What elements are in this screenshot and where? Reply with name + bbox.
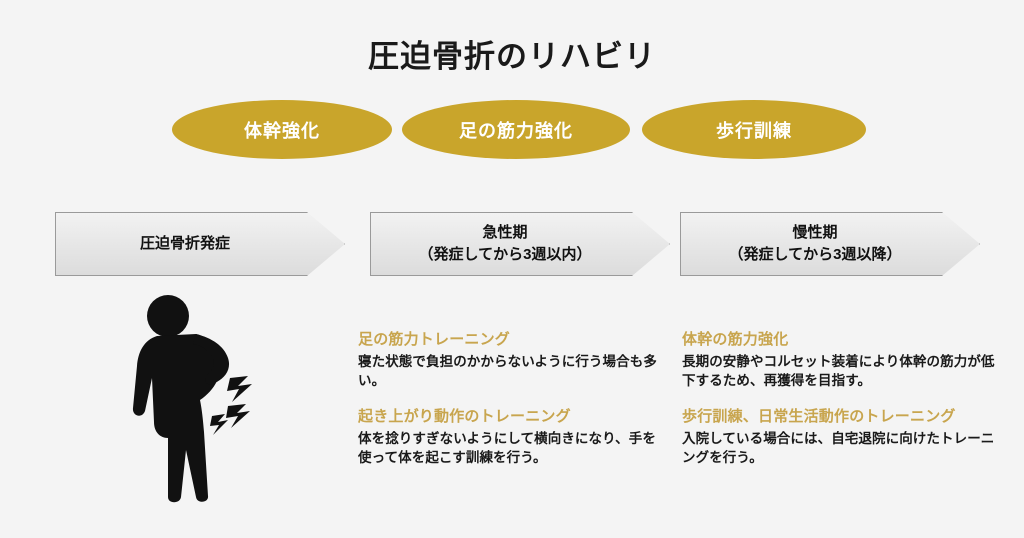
- detail-heading: 起き上がり動作のトレーニング: [358, 407, 571, 425]
- detail-body: 入院している場合には、自宅退院に向けたトレーニングを行う。: [682, 430, 995, 465]
- goal-label: 足の筋力強化: [459, 120, 573, 141]
- phase-label: 急性期 （発症してから3週以内）: [418, 224, 592, 263]
- page-title: 圧迫骨折のリハビリ: [368, 39, 656, 74]
- detail-item: 起き上がり動作のトレーニング 体を捻りすぎないようにして横向きになり、手を使って…: [358, 407, 668, 468]
- phase-chevron-chronic: 慢性期 （発症してから3週以降）: [680, 212, 980, 276]
- phase-chevron-onset: 圧迫骨折発症: [55, 212, 345, 276]
- detail-heading: 歩行訓練、日常生活動作のトレーニング: [682, 407, 956, 425]
- person-with-back-pain-icon: [124, 292, 314, 507]
- detail-item: 足の筋力トレーニング 寝た状態で負担のかからないように行う場合も多い。: [358, 330, 668, 391]
- phase-label: 慢性期 （発症してから3週以降）: [728, 224, 902, 263]
- goal-ellipse-leg-strength: 足の筋力強化: [402, 100, 630, 159]
- goal-label: 体幹強化: [244, 120, 320, 141]
- detail-heading: 足の筋力トレーニング: [358, 331, 511, 348]
- goal-ellipse-gait-training: 歩行訓練: [642, 100, 866, 159]
- goal-ellipse-core-strength: 体幹強化: [172, 100, 392, 159]
- phase-chevron-acute: 急性期 （発症してから3週以内）: [370, 212, 670, 276]
- chronic-phase-details: 体幹の筋力強化 長期の安静やコルセット装着により体幹の筋力が低下するため、再獲得…: [682, 330, 1002, 467]
- acute-phase-details: 足の筋力トレーニング 寝た状態で負担のかからないように行う場合も多い。 起き上が…: [358, 330, 668, 467]
- detail-body: 寝た状態で負担のかからないように行う場合も多い。: [358, 354, 657, 389]
- detail-body: 長期の安静やコルセット装着により体幹の筋力が低下するため、再獲得を目指す。: [682, 354, 995, 389]
- detail-body: 体を捻りすぎないようにして横向きになり、手を使って体を起こす訓練を行う。: [358, 430, 656, 465]
- goal-label: 歩行訓練: [716, 120, 792, 141]
- detail-item: 体幹の筋力強化 長期の安静やコルセット装着により体幹の筋力が低下するため、再獲得…: [682, 330, 1002, 391]
- phase-label: 圧迫骨折発症: [139, 235, 230, 253]
- detail-item: 歩行訓練、日常生活動作のトレーニング 入院している場合には、自宅退院に向けたトレ…: [682, 407, 1002, 468]
- detail-heading: 体幹の筋力強化: [682, 331, 789, 348]
